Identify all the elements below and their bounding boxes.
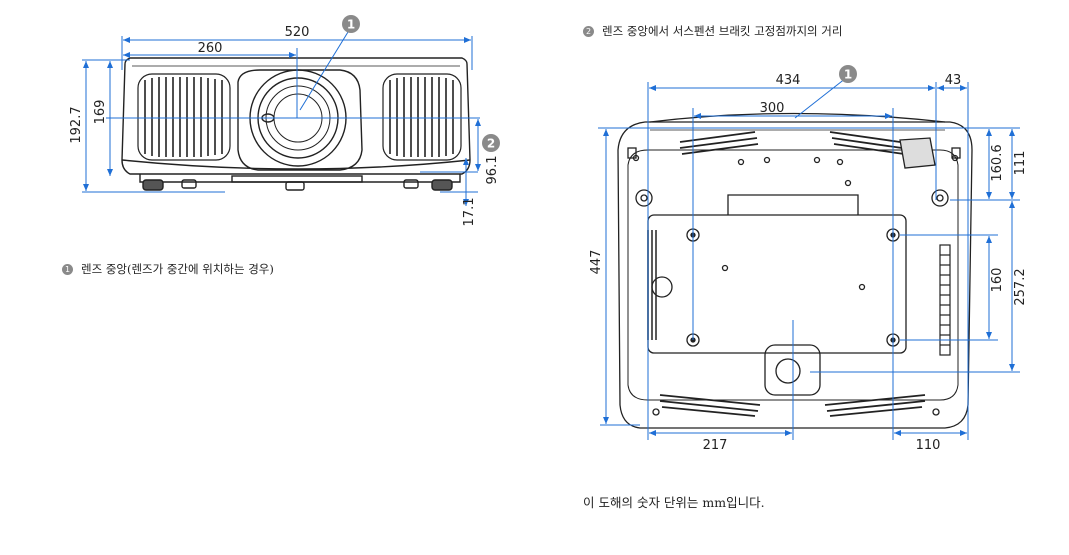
caption-1-text: 렌즈 중앙(렌즈가 중간에 위치하는 경우) <box>81 262 274 276</box>
dim-110: 110 <box>916 438 941 453</box>
front-view-callout-2: 2 <box>482 134 500 152</box>
callout-2-number: 2 <box>487 137 495 151</box>
caption-bracket-distance: 2 렌즈 중앙에서 서스펜션 브래킷 고정점까지의 거리 <box>583 23 842 39</box>
bottom-view-dimension-labels: 434 43 300 447 160.6 111 160 257.2 217 1… <box>589 73 1028 453</box>
dim-lens-center-height: 169 <box>93 100 108 125</box>
dim-300: 300 <box>760 101 785 116</box>
dim-foot-height: 17.1 <box>462 198 477 227</box>
front-view-projector <box>121 57 471 191</box>
bottom-rear-vents <box>659 394 926 417</box>
front-view-dimensions <box>82 31 481 206</box>
bottom-right-vents <box>939 244 951 356</box>
dim-160: 160 <box>990 268 1005 293</box>
caption-2-text: 렌즈 중앙에서 서스펜션 브래킷 고정점까지의 거리 <box>602 24 843 38</box>
bottom-view-callout-1: 1 <box>839 65 857 83</box>
dim-257-2: 257.2 <box>1013 268 1028 305</box>
caption-1-badge: 1 <box>62 263 73 275</box>
bottom-callout-1-number: 1 <box>844 68 852 82</box>
dim-lens-to-mount: 96.1 <box>485 156 500 185</box>
dim-half-width: 260 <box>198 41 223 56</box>
front-view-callout-1: 1 <box>342 15 360 33</box>
caption-2-badge: 2 <box>583 25 594 37</box>
caption-lens-center: 1 렌즈 중앙(렌즈가 중간에 위치하는 경우) <box>62 261 274 277</box>
dim-total-height: 192.7 <box>69 106 84 143</box>
bottom-view-dimensions <box>598 77 1020 440</box>
dim-43: 43 <box>945 73 962 88</box>
dim-total-width: 520 <box>285 25 310 40</box>
dim-217: 217 <box>703 438 728 453</box>
units-note: 이 도해의 숫자 단위는 mm입니다. <box>583 492 765 511</box>
units-note-text: 이 도해의 숫자 단위는 mm입니다. <box>583 495 765 510</box>
dim-434: 434 <box>776 73 801 88</box>
dim-447: 447 <box>589 250 604 275</box>
bottom-view-projector <box>617 112 973 429</box>
callout-1-number: 1 <box>347 18 355 32</box>
left-vent-grille <box>137 73 231 161</box>
dim-160-6: 160.6 <box>990 144 1005 181</box>
dim-111: 111 <box>1013 151 1028 176</box>
front-view-dimension-labels: 520 260 192.7 169 96.1 17.1 <box>69 25 500 226</box>
right-vent-grille <box>382 73 462 161</box>
